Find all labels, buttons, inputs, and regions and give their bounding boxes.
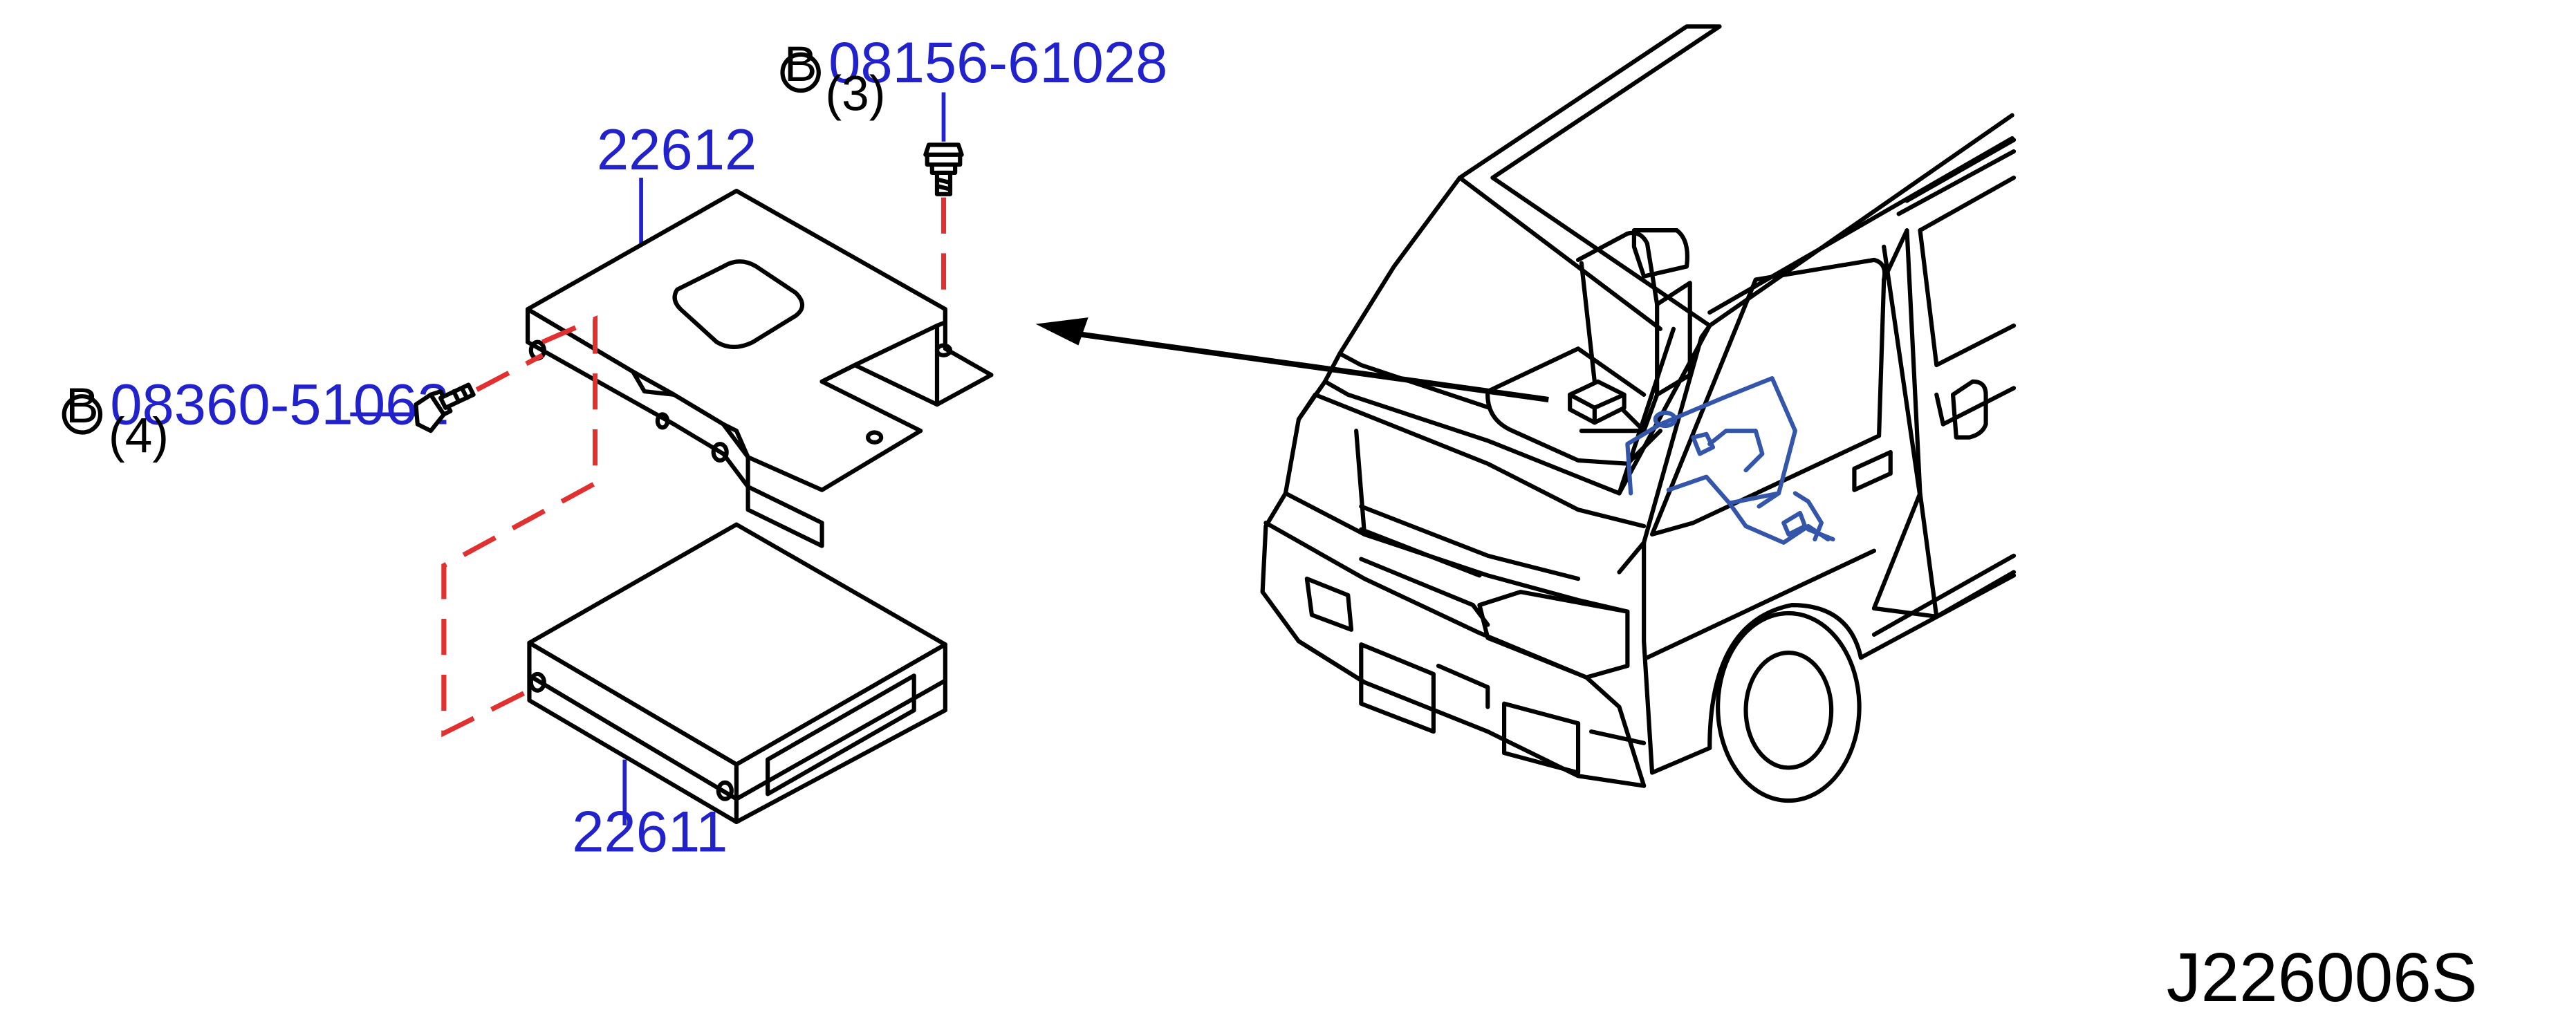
side-bolt-guide: [475, 353, 544, 392]
callout-symbol: B: [784, 37, 817, 92]
control-unit-22611: [527, 522, 947, 824]
top-bolt-quantity: (3): [825, 66, 885, 122]
drawing-code: J226006S: [2167, 940, 2478, 1016]
bracket-22612: [525, 188, 994, 548]
bracket-callout[interactable]: 22612: [597, 118, 757, 244]
side-bolt-icon: [414, 382, 476, 433]
control-unit-part-number[interactable]: 22611: [572, 800, 728, 864]
side-bolt-quantity: (4): [109, 408, 169, 463]
callout-circle-icon: [62, 394, 103, 435]
side-bolt-part-number[interactable]: 08360-51062: [110, 373, 449, 437]
location-arrow-icon: [1035, 317, 1549, 402]
top-bolt-callout[interactable]: B 08156-61028 (3): [780, 30, 1168, 142]
bracket-part-number[interactable]: 22612: [597, 118, 757, 182]
side-bolt-callout[interactable]: B 08360-51062 (4): [62, 373, 450, 463]
control-unit-callout[interactable]: 22611: [572, 759, 728, 864]
callout-circle-icon: [780, 52, 821, 93]
van-illustration: [1260, 24, 2017, 803]
callout-symbol: B: [66, 378, 99, 433]
top-bolt-icon: [923, 142, 964, 196]
mount-guide: [441, 315, 598, 738]
wiring-harness: [1625, 375, 1835, 545]
top-bolt-part-number[interactable]: 08156-61028: [828, 30, 1167, 95]
